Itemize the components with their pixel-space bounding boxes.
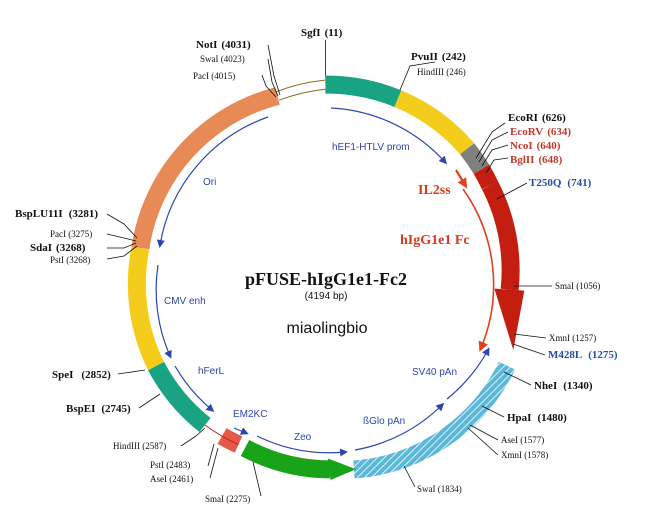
site-spei: SpeI(2852): [52, 369, 111, 381]
segment-gray: [459, 143, 490, 175]
site-paci-4015: PacI (4015): [193, 71, 235, 81]
segment-em2kc-outline: [204, 424, 239, 446]
site-t250q: T250Q(741): [529, 177, 592, 189]
site-nhei: NheI(1340): [534, 380, 593, 392]
site-pvuii: PvuII(242): [411, 51, 466, 63]
segment-backbone-thin-fill: [276, 80, 326, 100]
site-paci-3275: PacI (3275): [50, 229, 92, 239]
site-bglii: BglII(648): [510, 154, 563, 166]
site-labels: SgfI(11) PvuII(242) HindIII (246) EcoRI(…: [15, 27, 618, 504]
site-psti-2483: PstI (2483): [150, 460, 190, 470]
site-swai-4023: SwaI (4023): [200, 54, 245, 64]
site-xmni-1257: XmnI (1257): [549, 333, 596, 343]
site-hpai: HpaI(1480): [507, 412, 567, 424]
plasmid-title: pFUSE-hIgG1e1-Fc2: [245, 269, 407, 289]
segment-zeo: [240, 439, 331, 479]
site-hindiii-2587: HindIII (2587): [113, 441, 166, 451]
feature-sv40-pan-label: SV40 pAn: [412, 367, 457, 378]
feature-bglo-pan-label: ßGlo pAn: [363, 416, 405, 427]
segment-higg1e1-fc-arrowhead: [494, 288, 525, 350]
segment-sv40-pan: [353, 361, 516, 479]
site-asei-2461: AseI (2461): [150, 474, 193, 484]
site-noti: NotI(4031): [196, 39, 251, 51]
zeo-arrow: [256, 435, 348, 457]
feature-hef1-htlv-label: hEF1-HTLV prom: [332, 142, 410, 153]
brand-watermark: miaolingbio: [287, 320, 368, 337]
site-sgfi: SgfI(11): [301, 27, 343, 39]
segment-hef1-htlv-teal: [325, 75, 402, 108]
site-asei-1577: AseI (1577): [501, 435, 544, 445]
sv40-pan-arrow: [446, 347, 490, 400]
segment-hferl: [148, 361, 211, 433]
feature-higg1e1-fc-label: hIgG1e1 Fc: [400, 233, 470, 248]
outer-ring: [127, 75, 525, 480]
segment-il2ss: [473, 164, 499, 190]
feature-em2kc-label: EM2KC: [233, 409, 267, 420]
site-psti-3268: PstI (3268): [50, 255, 90, 265]
site-bsplu11i: BspLU11I(3281): [15, 208, 98, 220]
feature-il2ss-label: IL2ss: [418, 183, 451, 198]
site-smai-1056: SmaI (1056): [555, 281, 600, 291]
leader-lines: [106, 40, 552, 497]
feature-cmv-enh-label: CMV enh: [164, 296, 206, 307]
em2kc-arrow: [233, 427, 249, 435]
segment-ori: [131, 87, 280, 250]
site-bspei: BspEI(2745): [66, 403, 131, 415]
site-ecori: EcoRI(626): [508, 112, 566, 124]
site-sdai: SdaI(3268): [30, 242, 86, 254]
site-smai-2275: SmaI (2275): [205, 494, 250, 504]
segment-cmv-enh: [127, 246, 165, 370]
hef1-htlv-arrow: [330, 107, 448, 165]
bglo-pan-arrow: [354, 402, 445, 451]
il2ss-inner-arrow: [455, 169, 468, 189]
site-m428l: M428L(1275): [548, 349, 618, 361]
feature-ori-label: Ori: [203, 177, 216, 188]
segment-higg1e1-fc: [481, 181, 520, 291]
feature-zeo-label: Zeo: [294, 432, 312, 443]
site-xmni-1578: XmnI (1578): [501, 450, 548, 460]
feature-labels: hEF1-HTLV prom IL2ss hIgG1e1 Fc Ori CMV …: [164, 142, 470, 443]
plasmid-size: (4194 bp): [305, 291, 348, 302]
segment-zeo-arrowhead: [328, 458, 356, 480]
hferl-arrow: [174, 365, 215, 412]
higg1e1-fc-inner-arrow: [462, 188, 495, 352]
site-ecorv: EcoRV(634): [510, 126, 571, 138]
site-swai-1834: SwaI (1834): [417, 484, 462, 494]
site-hindiii-246: HindIII (246): [417, 67, 466, 77]
inner-arrows: [155, 107, 495, 457]
cmv-enh-arrow: [155, 264, 172, 359]
ori-arrow: [156, 116, 269, 248]
segment-hef1-htlv-yellow: [394, 90, 474, 155]
feature-hferl-label: hFerL: [198, 366, 225, 377]
site-ncoi: NcoI(640): [510, 140, 561, 152]
